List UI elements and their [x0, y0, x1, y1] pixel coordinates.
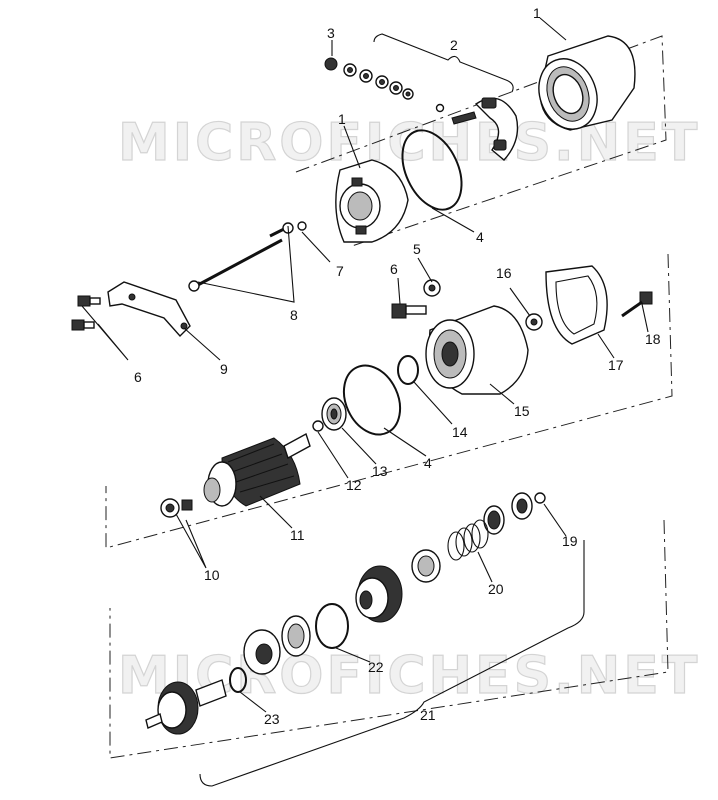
part-22-o-ring: [315, 603, 349, 649]
part-19-clip: [534, 492, 546, 504]
part-7-washer: [297, 221, 307, 231]
callout-6-bolts-left: 6: [134, 369, 142, 385]
callout-21-drive-assembly: 21: [420, 707, 436, 723]
part-4-o-ring-middle: [342, 364, 402, 436]
drive-collar: [511, 492, 533, 520]
callout-14-o-ring: 14: [452, 424, 468, 440]
part-9-bracket: [107, 281, 191, 338]
part-13-bearing: [321, 397, 347, 431]
clutch-plate: [281, 615, 311, 657]
part-5-washer: [423, 279, 441, 297]
callout-4-o-ring-middle: 4: [424, 455, 432, 471]
callout-17-gasket: 17: [608, 357, 624, 373]
part-17-gasket: [545, 265, 608, 345]
part-6-bolt-middle: [391, 303, 427, 319]
part-1-end-cover: [335, 159, 409, 243]
overrunning-clutch: [355, 565, 403, 623]
callout-6-bolt-middle: 6: [390, 261, 398, 277]
part-18-bolt: [621, 291, 653, 318]
part-2-brush-holder: [435, 97, 519, 161]
callout-12-washer: 12: [346, 477, 362, 493]
part-23-snap-ring: [229, 667, 247, 693]
outline-bottom: [109, 519, 669, 759]
part-6-bolts-left: [71, 295, 101, 331]
callout-8-through-bolts: 8: [290, 307, 298, 323]
part-1-yoke-housing: [538, 35, 636, 131]
callout-11-armature: 11: [290, 527, 305, 543]
part-12-washer: [312, 420, 324, 432]
callout-4-o-ring-top: 4: [476, 229, 484, 245]
callout-2-brush-holder: 2: [450, 37, 458, 53]
part-8-through-bolts: [188, 222, 294, 292]
callout-labels: 1 2 3 1 4 5 6 7 8 9 6 16 17 18 15 14 4 1…: [134, 5, 661, 727]
callout-1-end-cover: 1: [338, 111, 346, 127]
callout-5-washer: 5: [413, 241, 421, 257]
callout-3-washers: 3: [327, 25, 335, 41]
spring-holder: [411, 549, 441, 583]
callout-23-snap-ring: 23: [264, 711, 280, 727]
part-4-o-ring-top: [401, 129, 463, 211]
callout-22-o-ring: 22: [368, 659, 384, 675]
callout-13-bearing: 13: [372, 463, 388, 479]
callout-16-washer: 16: [496, 265, 512, 281]
callout-19-clip: 19: [562, 533, 578, 549]
callout-9-bracket: 9: [220, 361, 228, 377]
callout-7-washer: 7: [336, 263, 344, 279]
callout-20-spring: 20: [488, 581, 504, 597]
part-3-washer-stack: [324, 57, 414, 100]
callout-15-front-housing: 15: [514, 403, 530, 419]
thrust-washer: [243, 629, 281, 675]
part-20-spring: [447, 519, 489, 561]
part-11-armature: [203, 432, 311, 507]
leader-lines: [81, 17, 649, 787]
part-14-o-ring: [397, 355, 419, 385]
watermark-top: MICROFICHES.NET: [118, 113, 700, 173]
part-15-front-housing: [425, 305, 529, 395]
pinion-gear-shaft: [145, 679, 227, 735]
callout-10-brushes: 10: [204, 567, 220, 583]
callout-18-bolt: 18: [645, 331, 661, 347]
part-10-brushes: [160, 498, 193, 518]
stop-ring: [483, 505, 505, 535]
outline-middle: [105, 253, 673, 549]
callout-1-yoke: 1: [533, 5, 541, 21]
part-16-washer: [525, 313, 543, 331]
